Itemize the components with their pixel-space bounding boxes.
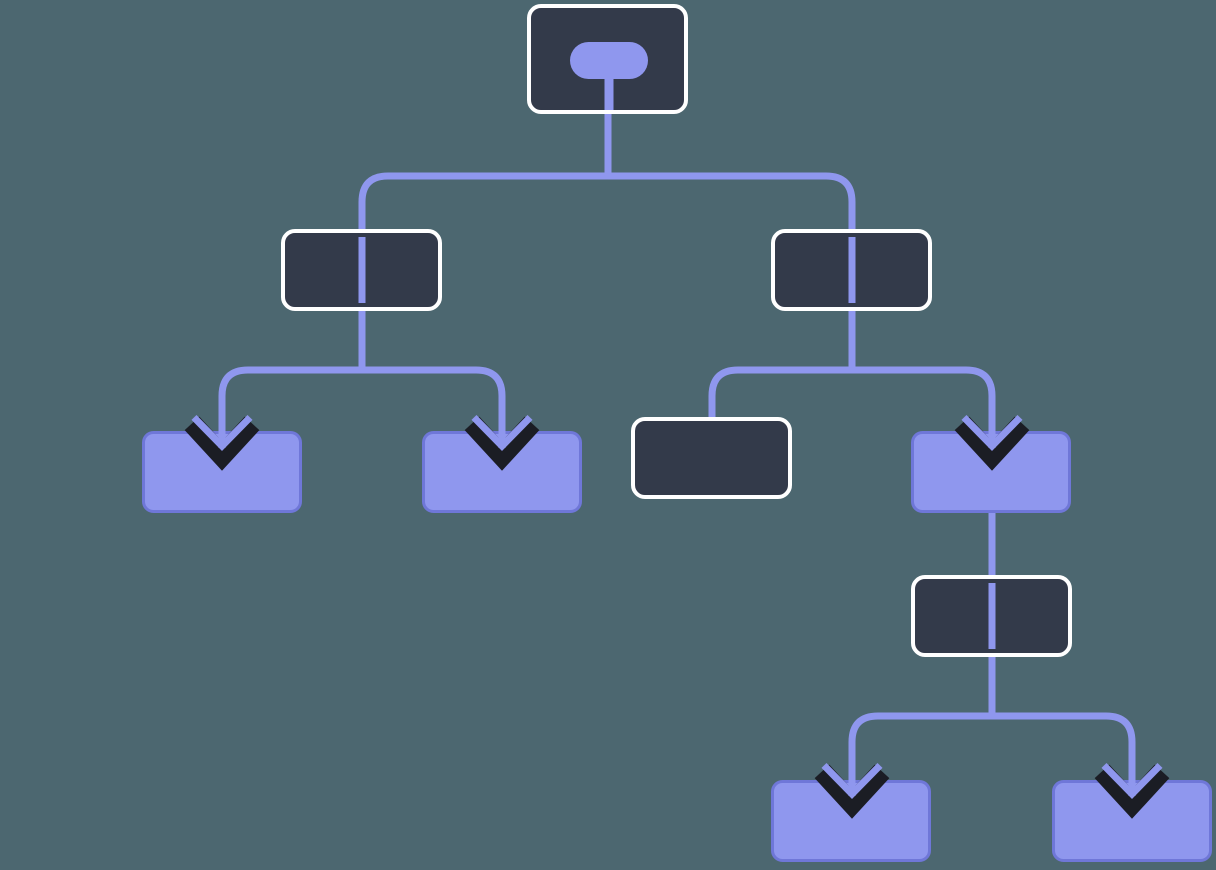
edge-overlay-layer [358,237,996,649]
arrow-chevron-dark-icon [1094,764,1170,819]
edge-level4-to-leaf-e-arrowhead [814,751,890,819]
arrowhead-layer [184,403,1170,819]
arrow-chevron-dark-icon [184,416,260,471]
root-pill-stem [604,60,614,110]
edge-level2-left-to-leaf-b-arrowhead [464,403,540,471]
edge-level4-to-leaf-e[interactable] [848,686,996,800]
edge-level2-right-to-branch-d[interactable] [848,340,996,452]
edge-root-to-level2-right[interactable] [604,114,856,340]
node-layer [142,4,1212,862]
arrow-chevron-dark-icon [464,416,540,471]
edge-level2-right-to-dark-leaf-c[interactable] [708,340,856,418]
edge-level4-to-leaf-f[interactable] [988,686,1136,800]
edge-layer [218,114,1136,800]
root-node[interactable] [527,4,688,114]
edge-level4-to-leaf-f-arrowhead [1094,751,1170,819]
dark-leaf-node-c-shape [631,417,792,499]
dark-leaf-node-c[interactable] [631,417,792,499]
edge-level2-right-to-branch-d-arrowhead [954,403,1030,471]
arrow-chevron-dark-icon [814,764,890,819]
root-pill-icon [570,42,648,79]
edge-level2-left-to-leaf-a-arrowhead [184,403,260,471]
arrow-chevron-dark-icon [954,416,1030,471]
edge-level2-left-to-leaf-b[interactable] [358,340,506,452]
edge-level2-left-to-leaf-a[interactable] [218,340,366,452]
